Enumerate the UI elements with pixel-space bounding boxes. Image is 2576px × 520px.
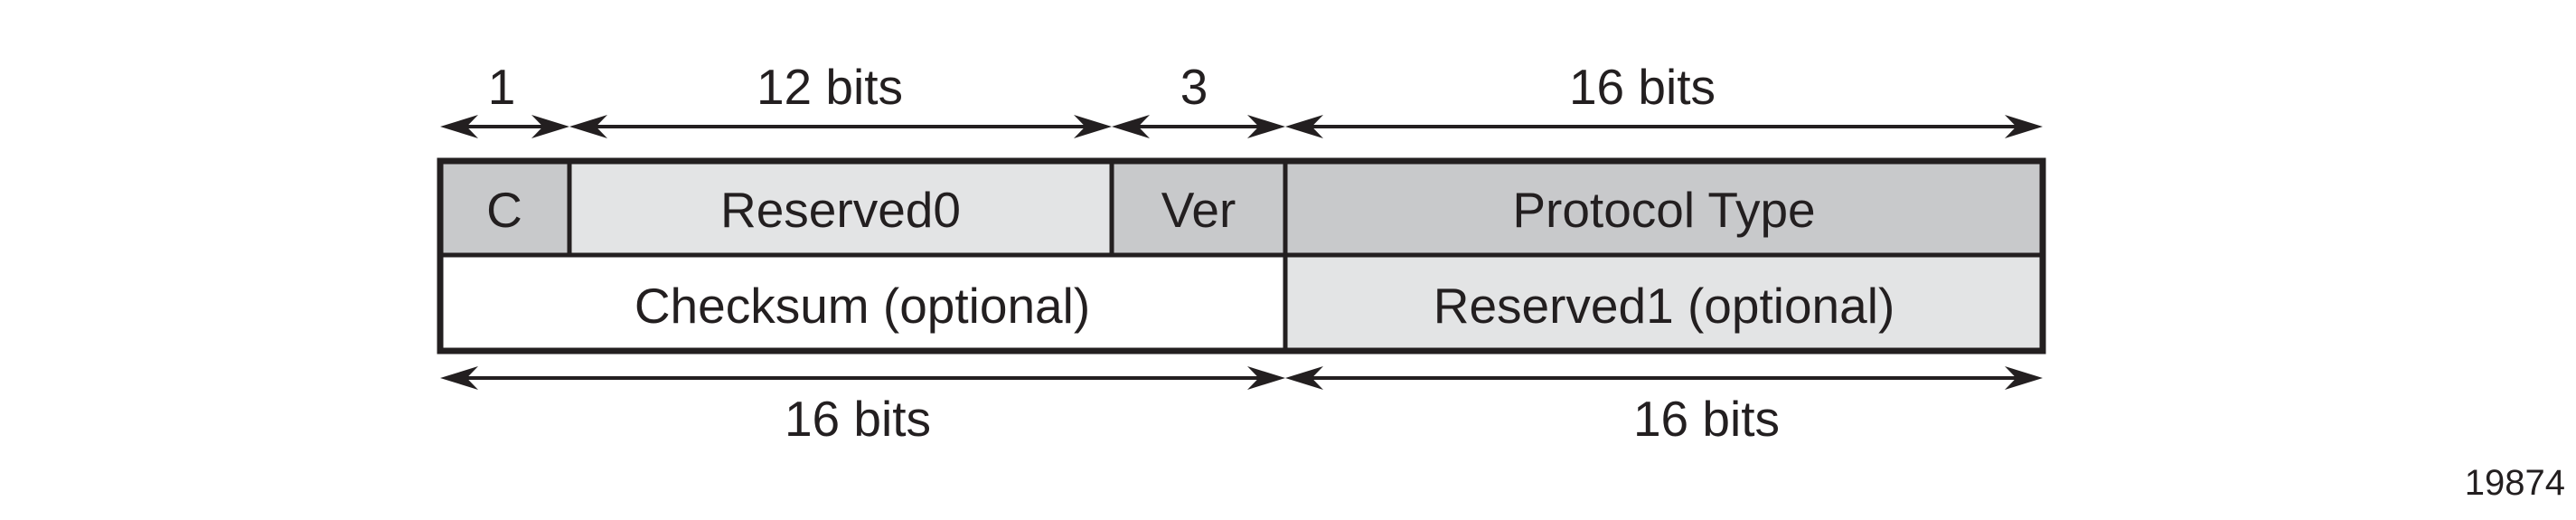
top-dimensions: 1 12 bits 3 16 bits bbox=[440, 59, 2043, 138]
field-reserved1-label: Reserved1 (optional) bbox=[1434, 278, 1895, 334]
arrowhead-left bbox=[569, 115, 607, 138]
field-ver-label: Ver bbox=[1161, 182, 1236, 238]
arrowhead-left bbox=[1285, 115, 1323, 138]
arrowhead-left bbox=[1112, 115, 1150, 138]
row2: Checksum (optional) Reserved1 (optional) bbox=[437, 252, 2045, 354]
field-reserved0-label: Reserved0 bbox=[720, 182, 961, 238]
arrowhead-right bbox=[531, 115, 569, 138]
dim-arrow-reserved1 bbox=[1285, 366, 2043, 390]
arrowhead-right bbox=[2005, 115, 2043, 138]
frame-outline bbox=[437, 157, 2046, 355]
arrowhead-right bbox=[1074, 115, 1112, 138]
bottom-dimensions: 16 bits 16 bits bbox=[440, 366, 2043, 447]
arrowhead-left bbox=[440, 366, 478, 390]
field-protocol-type-label: Protocol Type bbox=[1512, 182, 1815, 238]
figure-id: 19874 bbox=[2464, 463, 2565, 503]
arrowhead-right bbox=[1247, 366, 1285, 390]
dim-label-protocol-type: 16 bits bbox=[1569, 59, 1716, 115]
dim-label-reserved0: 12 bits bbox=[757, 59, 903, 115]
field-c-label: C bbox=[486, 182, 522, 238]
arrowhead-right bbox=[2005, 366, 2043, 390]
arrowhead-right bbox=[1247, 115, 1285, 138]
dim-label-ver: 3 bbox=[1180, 59, 1208, 115]
dim-label-checksum: 16 bits bbox=[785, 391, 931, 447]
dim-arrow-reserved0 bbox=[569, 115, 1112, 138]
dim-arrow-protocol-type bbox=[1285, 115, 2043, 138]
dim-arrow-ver bbox=[1112, 115, 1285, 138]
field-reserved0 bbox=[567, 158, 1114, 258]
field-reserved1 bbox=[1283, 252, 2045, 354]
dim-arrow-checksum bbox=[440, 366, 1285, 390]
field-checksum-label: Checksum (optional) bbox=[635, 278, 1090, 334]
dim-label-c: 1 bbox=[488, 59, 516, 115]
arrowhead-left bbox=[1285, 366, 1323, 390]
dim-arrow-c bbox=[440, 115, 569, 138]
dim-label-reserved1: 16 bits bbox=[1633, 391, 1780, 447]
arrowhead-left bbox=[440, 115, 478, 138]
row1: C Reserved0 Ver Protocol Type bbox=[437, 158, 2045, 258]
